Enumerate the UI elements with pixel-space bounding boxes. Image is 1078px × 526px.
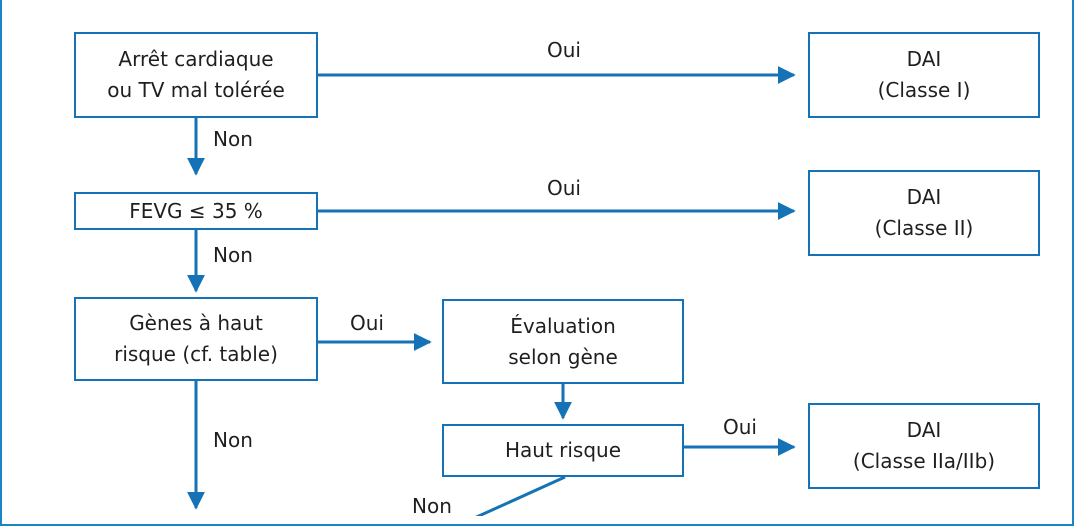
node-evaluation-line-2: selon gène: [508, 344, 618, 369]
node-arret-line-1: Arrêt cardiaque: [118, 47, 274, 71]
edge-label-non-4: Non: [412, 494, 452, 518]
node-fevg-line-1: FEVG ≤ 35 %: [129, 198, 263, 223]
node-genes-haut-risque: Gènes à haut risque (cf. table): [74, 297, 318, 381]
node-fevg: FEVG ≤ 35 %: [74, 192, 318, 230]
node-genes-line-1: Gènes à haut: [129, 311, 263, 335]
edge-label-oui-2: Oui: [547, 176, 581, 200]
node-evaluation-line-1: Évaluation: [510, 313, 616, 338]
node-genes-line-2: risque (cf. table): [114, 342, 278, 366]
edge-label-oui-1: Oui: [547, 38, 581, 62]
node-dai-classe-1: DAI (Classe I): [808, 32, 1040, 118]
node-haut-risque: Haut risque: [442, 424, 684, 477]
node-dai2-line-2: (Classe II): [874, 216, 974, 240]
edge-label-oui-3: Oui: [350, 311, 384, 335]
node-dai3-line-2: (Classe IIa/IIb): [852, 449, 996, 473]
node-evaluation-selon-gene: Évaluation selon gène: [442, 299, 684, 384]
node-dai-classe-2a-2b: DAI (Classe IIa/IIb): [808, 403, 1040, 489]
node-haut-risque-line-1: Haut risque: [504, 438, 622, 462]
node-dai1-line-1: DAI: [906, 47, 942, 71]
node-dai1-line-2: (Classe I): [877, 78, 971, 102]
edge-label-non-3: Non: [213, 428, 253, 452]
connector-haut-risque-non: [475, 475, 566, 516]
edge-label-oui-4: Oui: [723, 415, 757, 439]
edge-label-non-1: Non: [213, 127, 253, 151]
node-dai-classe-2: DAI (Classe II): [808, 170, 1040, 256]
node-dai2-line-1: DAI: [906, 185, 942, 209]
edge-label-non-2: Non: [213, 243, 253, 267]
node-dai3-line-1: DAI: [906, 418, 942, 442]
node-arret-line-2: ou TV mal tolérée: [107, 78, 285, 102]
node-arret-cardiaque: Arrêt cardiaque ou TV mal tolérée: [74, 32, 318, 118]
